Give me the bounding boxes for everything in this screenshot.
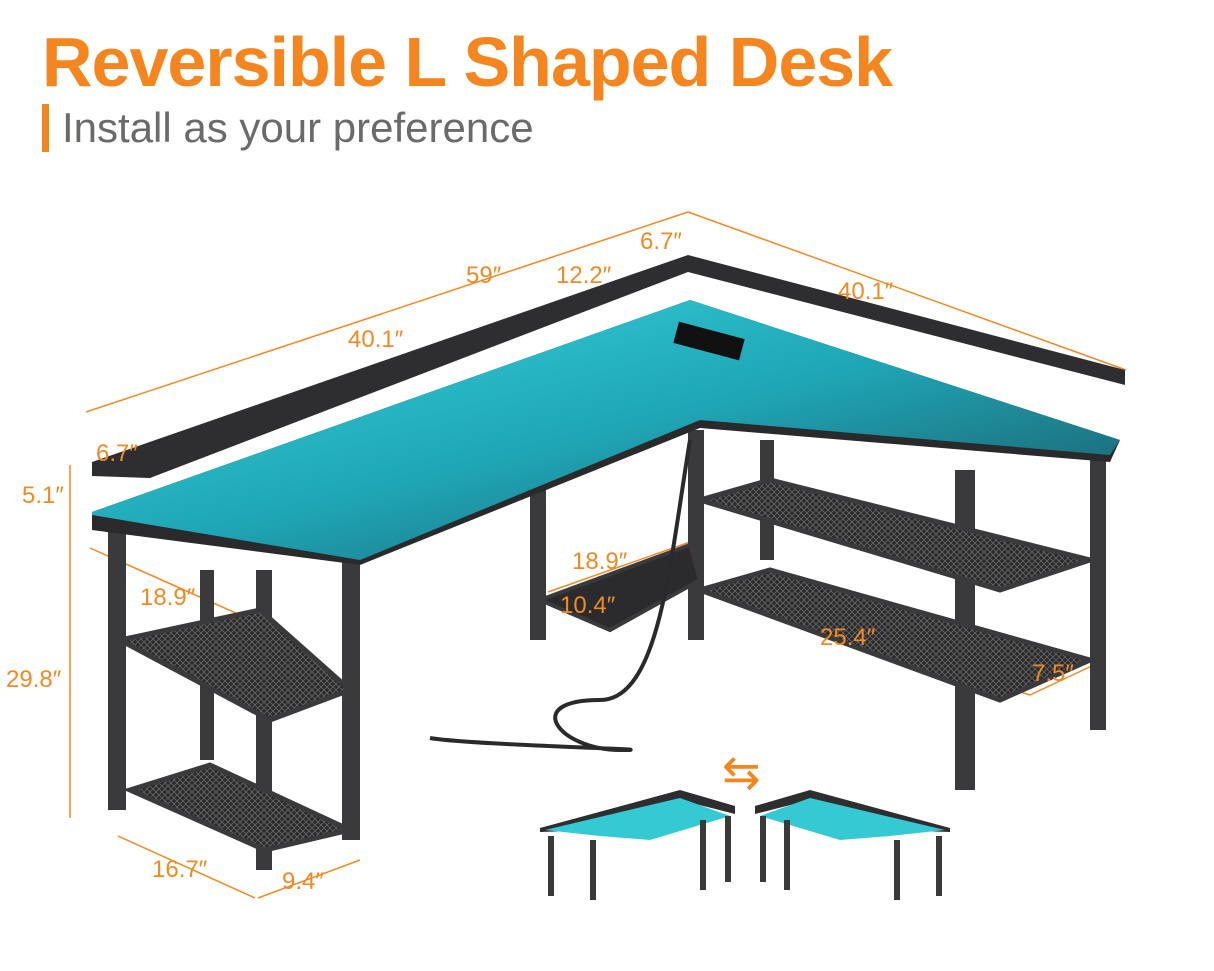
dim-left-base-depth: 9.4″ [282,868,324,895]
dim-center-shelf-width: 18.9″ [572,548,628,575]
dim-center-shelf-depth: 10.4″ [560,592,616,619]
desktop [92,255,1125,565]
dim-total-length: 59″ [466,262,502,289]
dim-right-wing-length: 40.1″ [838,278,894,305]
dim-top-shelf-height: 5.1″ [22,482,64,509]
dim-top-shelf-depth-left: 6.7″ [96,440,138,467]
shelves [112,477,1099,853]
page-title: Reversible L Shaped Desk [42,23,893,101]
dim-right-shelf-depth: 7.5″ [1032,660,1074,687]
page-subtitle: Install as your preference [62,104,534,151]
dim-right-shelf-width: 25.4″ [820,624,876,651]
swap-arrows-icon: ⇆ [722,746,761,798]
accent-bar [42,104,49,152]
dim-left-wing-length: 40.1″ [348,326,404,353]
dim-top-shelf-depth-right: 6.7″ [640,228,682,255]
dim-left-base-width: 16.7″ [152,856,208,883]
dim-left-shelf-width: 18.9″ [140,584,196,611]
dim-desk-height: 29.8″ [6,666,62,693]
reversed-layout-thumbnails [540,790,950,900]
dim-corner-depth: 12.2″ [556,262,612,289]
power-cord [429,439,692,753]
